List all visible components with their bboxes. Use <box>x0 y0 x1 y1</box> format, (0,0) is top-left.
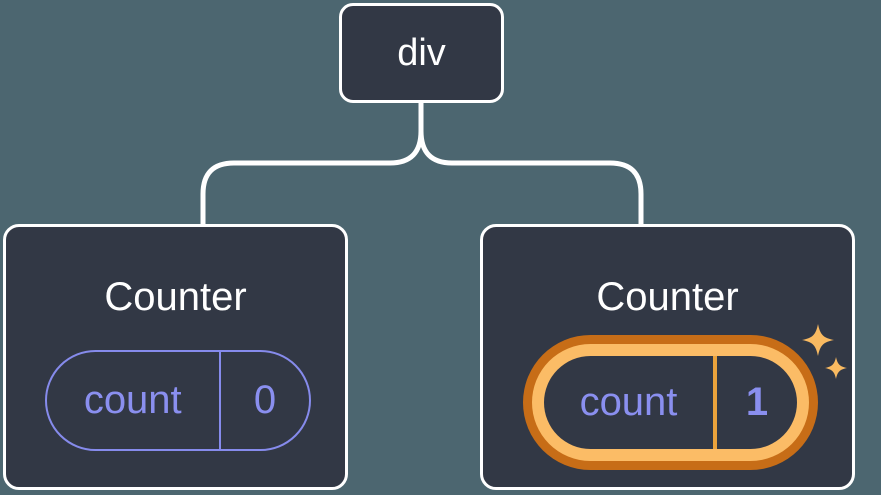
state-pill-highlighted: count 1 <box>523 335 818 470</box>
state-pill: count 0 <box>45 350 311 451</box>
state-pill-inner: count 1 <box>544 356 797 449</box>
root-node-label: div <box>397 31 446 74</box>
state-value: 0 <box>253 378 277 422</box>
counter-card-right: Counter count 1 <box>480 224 855 490</box>
connector-branch-right <box>418 128 644 227</box>
sparkle-large <box>802 324 834 356</box>
state-value: 1 <box>745 380 769 424</box>
root-node-div: div <box>339 3 504 103</box>
connector-branch-left <box>200 128 424 227</box>
state-key-label: count <box>579 380 678 424</box>
state-pill-divider <box>218 352 221 449</box>
sparkle-small <box>825 357 847 379</box>
state-pill-divider <box>713 356 717 449</box>
state-pill-highlight-ring: count 1 <box>532 344 809 461</box>
state-key-label: count <box>83 378 182 422</box>
counter-title: Counter <box>104 275 247 319</box>
counter-title: Counter <box>596 275 739 319</box>
counter-card-left: Counter count 0 <box>3 224 348 490</box>
